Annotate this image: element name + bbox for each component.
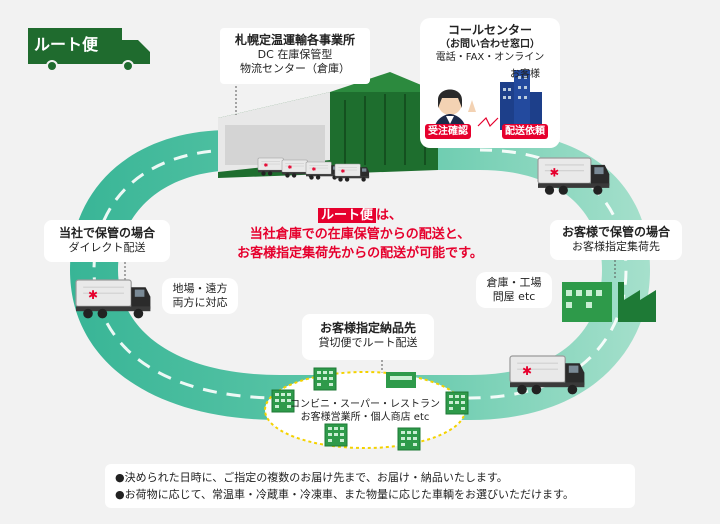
center-message-highlight: ルート便 xyxy=(317,208,376,223)
left-bubble-line2: 両方に対応 xyxy=(172,296,228,309)
warehouse-title: 札幌定温運輸各事業所 xyxy=(234,33,355,47)
warehouse-building xyxy=(218,72,438,178)
delivery-title: お客様指定納品先 xyxy=(319,321,416,335)
right-case-bubble: 倉庫・工場 問屋 etc xyxy=(476,272,552,308)
warehouse-line1: DC 在庫保管型 xyxy=(257,48,333,61)
notes-panel: ●決められた日時に、ご指定の複数のお届け先まで、お届け・納品いたします。 ●お荷… xyxy=(105,464,635,508)
delivery-request-badge: 配送依頼 xyxy=(502,124,548,139)
route-badge-label: ルート便 xyxy=(34,35,99,54)
call-center-label: コールセンター （お問い合わせ窓口） 電話・FAX・オンライン xyxy=(422,22,558,64)
right-case-subtitle: お客様指定集荷先 xyxy=(572,240,660,253)
call-center-title: コールセンター xyxy=(447,23,532,37)
delivery-buildings xyxy=(271,367,469,451)
delivery-card: お客様指定納品先 貸切便でルート配送 xyxy=(302,314,434,360)
left-case-subtitle: ダイレクト配送 xyxy=(68,241,146,254)
warehouse-label: 札幌定温運輸各事業所 DC 在庫保管型 物流センター（倉庫） xyxy=(220,28,370,84)
delivery-destinations: コンビニ・スーパー・レストラン お客様営業所・個人商店 etc xyxy=(285,398,445,424)
left-case-card: 当社で保管の場合 ダイレクト配送 xyxy=(44,220,170,262)
call-center-channels: 電話・FAX・オンライン xyxy=(435,52,545,63)
center-message-line3: お客様指定集荷先からの配送が可能です。 xyxy=(237,246,483,261)
delivery-dest-line1: コンビニ・スーパー・レストラン xyxy=(290,399,440,410)
left-case-title: 当社で保管の場合 xyxy=(58,226,155,240)
customer-label: お客様 xyxy=(510,69,540,80)
right-bubble-line1: 倉庫・工場 xyxy=(486,276,542,289)
center-message: ルート便は、 当社倉庫での在庫保管からの配送と、 お客様指定集荷先からの配送が可… xyxy=(210,206,510,263)
order-confirm-badge: 受注確認 xyxy=(425,124,471,139)
route-road xyxy=(70,130,650,420)
warehouse-line2: 物流センター（倉庫） xyxy=(240,62,350,75)
center-message-line2: 当社倉庫での在庫保管からの配送と、 xyxy=(249,227,471,242)
note-1: ●決められた日時に、ご指定の複数のお届け先まで、お届け・納品いたします。 xyxy=(115,471,508,484)
left-case-bubble: 地場・遠方 両方に対応 xyxy=(162,278,238,314)
route-badge xyxy=(28,28,150,72)
delivery-subtitle: 貸切便でルート配送 xyxy=(318,336,418,349)
center-message-suffix: は、 xyxy=(376,208,403,223)
right-case-card: お客様で保管の場合 お客様指定集荷先 xyxy=(550,220,682,260)
left-bubble-line1: 地場・遠方 xyxy=(172,282,228,295)
note-2: ●お荷物に応じて、常温車・冷蔵車・冷凍車、また物量に応じた車輌をお選びいただけま… xyxy=(115,488,574,501)
call-center-subtitle: （お問い合わせ窓口） xyxy=(440,39,540,50)
center-message-line1: ルート便は、 xyxy=(210,206,510,225)
delivery-dest-line2: お客様営業所・個人商店 etc xyxy=(300,412,430,423)
right-bubble-line2: 問屋 etc xyxy=(492,290,536,303)
call-center-illustration xyxy=(420,18,560,148)
factory-icon xyxy=(562,282,656,322)
right-case-title: お客様で保管の場合 xyxy=(561,225,670,239)
